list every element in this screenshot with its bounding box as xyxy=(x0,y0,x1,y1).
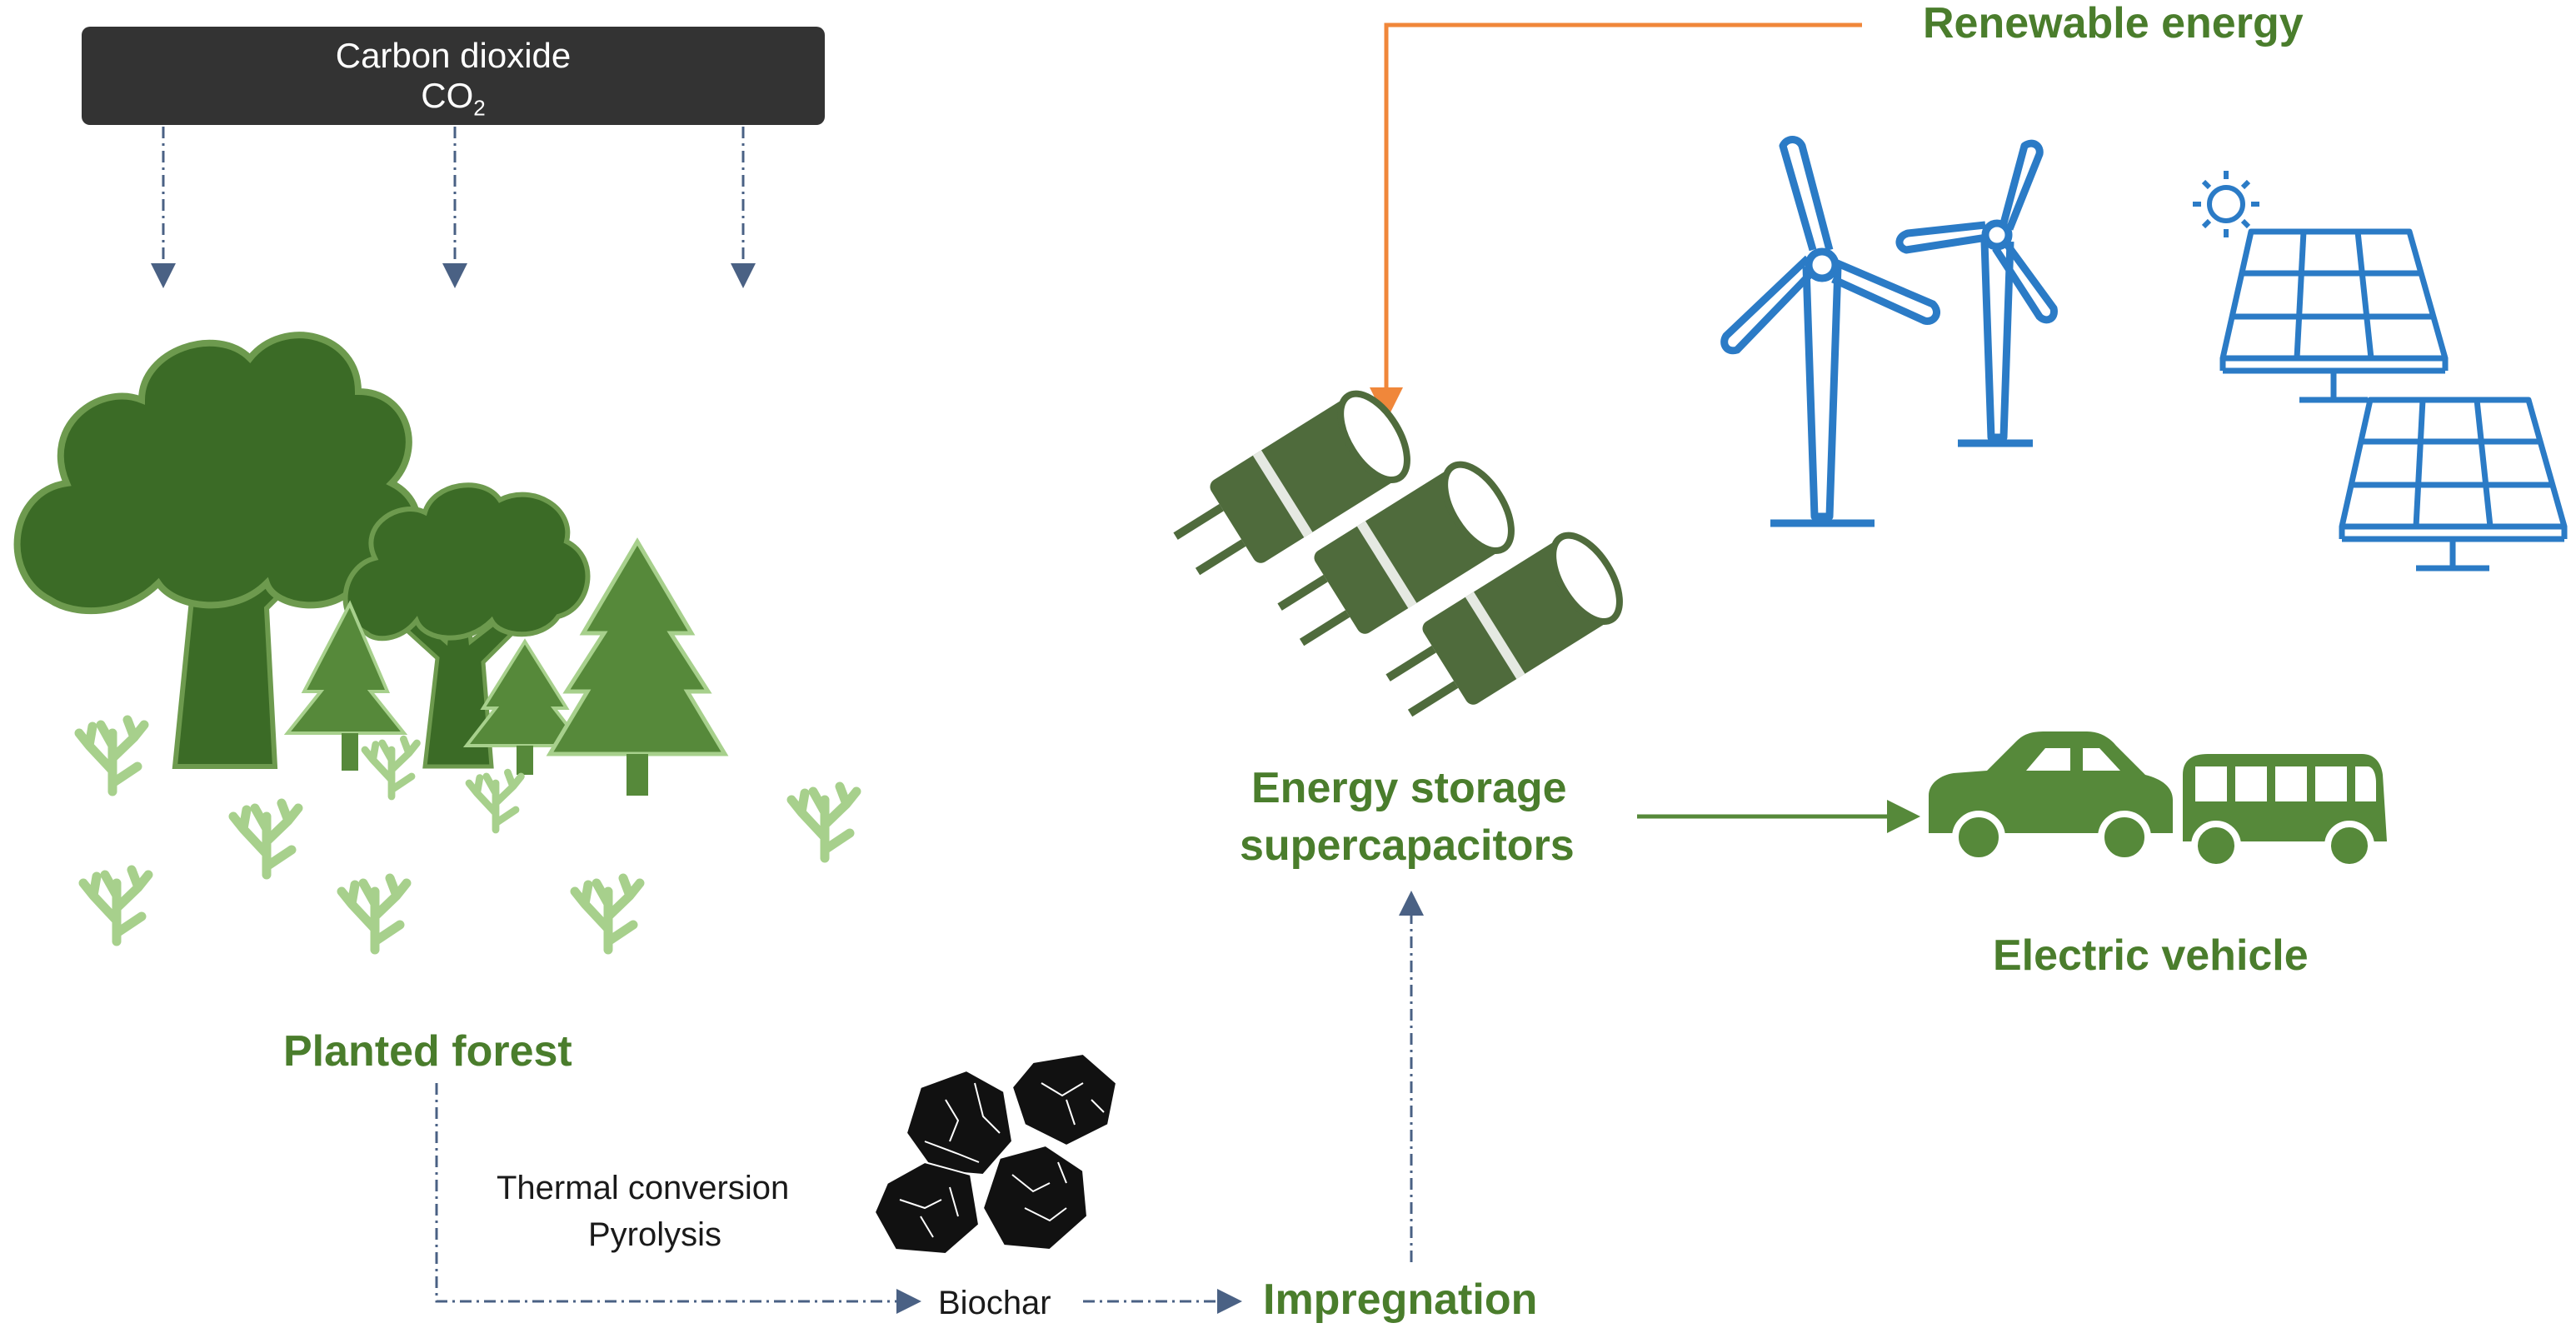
biochar-icon xyxy=(873,1052,1118,1256)
renewable-arrow xyxy=(1370,22,1862,421)
planted-forest-label: Planted forest xyxy=(283,1027,572,1076)
bus-icon xyxy=(2183,754,2387,871)
supercapacitors-label: supercapacitors xyxy=(1240,821,1575,870)
process-arrows xyxy=(435,891,1424,1314)
tree-icon xyxy=(13,332,422,769)
co2-box: Carbon dioxide CO2 xyxy=(82,27,825,125)
car-icon xyxy=(1929,731,2173,864)
pyrolysis-label: Pyrolysis xyxy=(588,1216,722,1253)
biochar-label: Biochar xyxy=(938,1285,1051,1321)
impregnation-label: Impregnation xyxy=(1263,1276,1538,1324)
co2-formula-sub: 2 xyxy=(473,95,486,121)
pine-tree-icon xyxy=(283,537,729,796)
co2-formula: CO2 xyxy=(82,78,825,125)
sun-icon xyxy=(2193,171,2259,237)
solar-panel-icon-2 xyxy=(2339,397,2568,572)
electric-vehicle-label: Electric vehicle xyxy=(1993,931,2309,980)
tree-icon-small xyxy=(342,482,591,769)
solar-panel-icon xyxy=(2219,228,2449,403)
co2-arrows xyxy=(151,127,756,288)
co2-title: Carbon dioxide xyxy=(335,36,572,75)
capacitor-icon xyxy=(1173,390,1623,717)
wind-turbine-icon xyxy=(1720,136,1940,527)
renewable-energy-label: Renewable energy xyxy=(1923,0,2304,47)
wind-turbine-icon-2 xyxy=(1895,139,2058,447)
co2-formula-base: CO xyxy=(421,76,474,115)
thermal-conversion-label: Thermal conversion xyxy=(497,1170,790,1206)
energy-storage-label: Energy storage xyxy=(1251,764,1567,812)
